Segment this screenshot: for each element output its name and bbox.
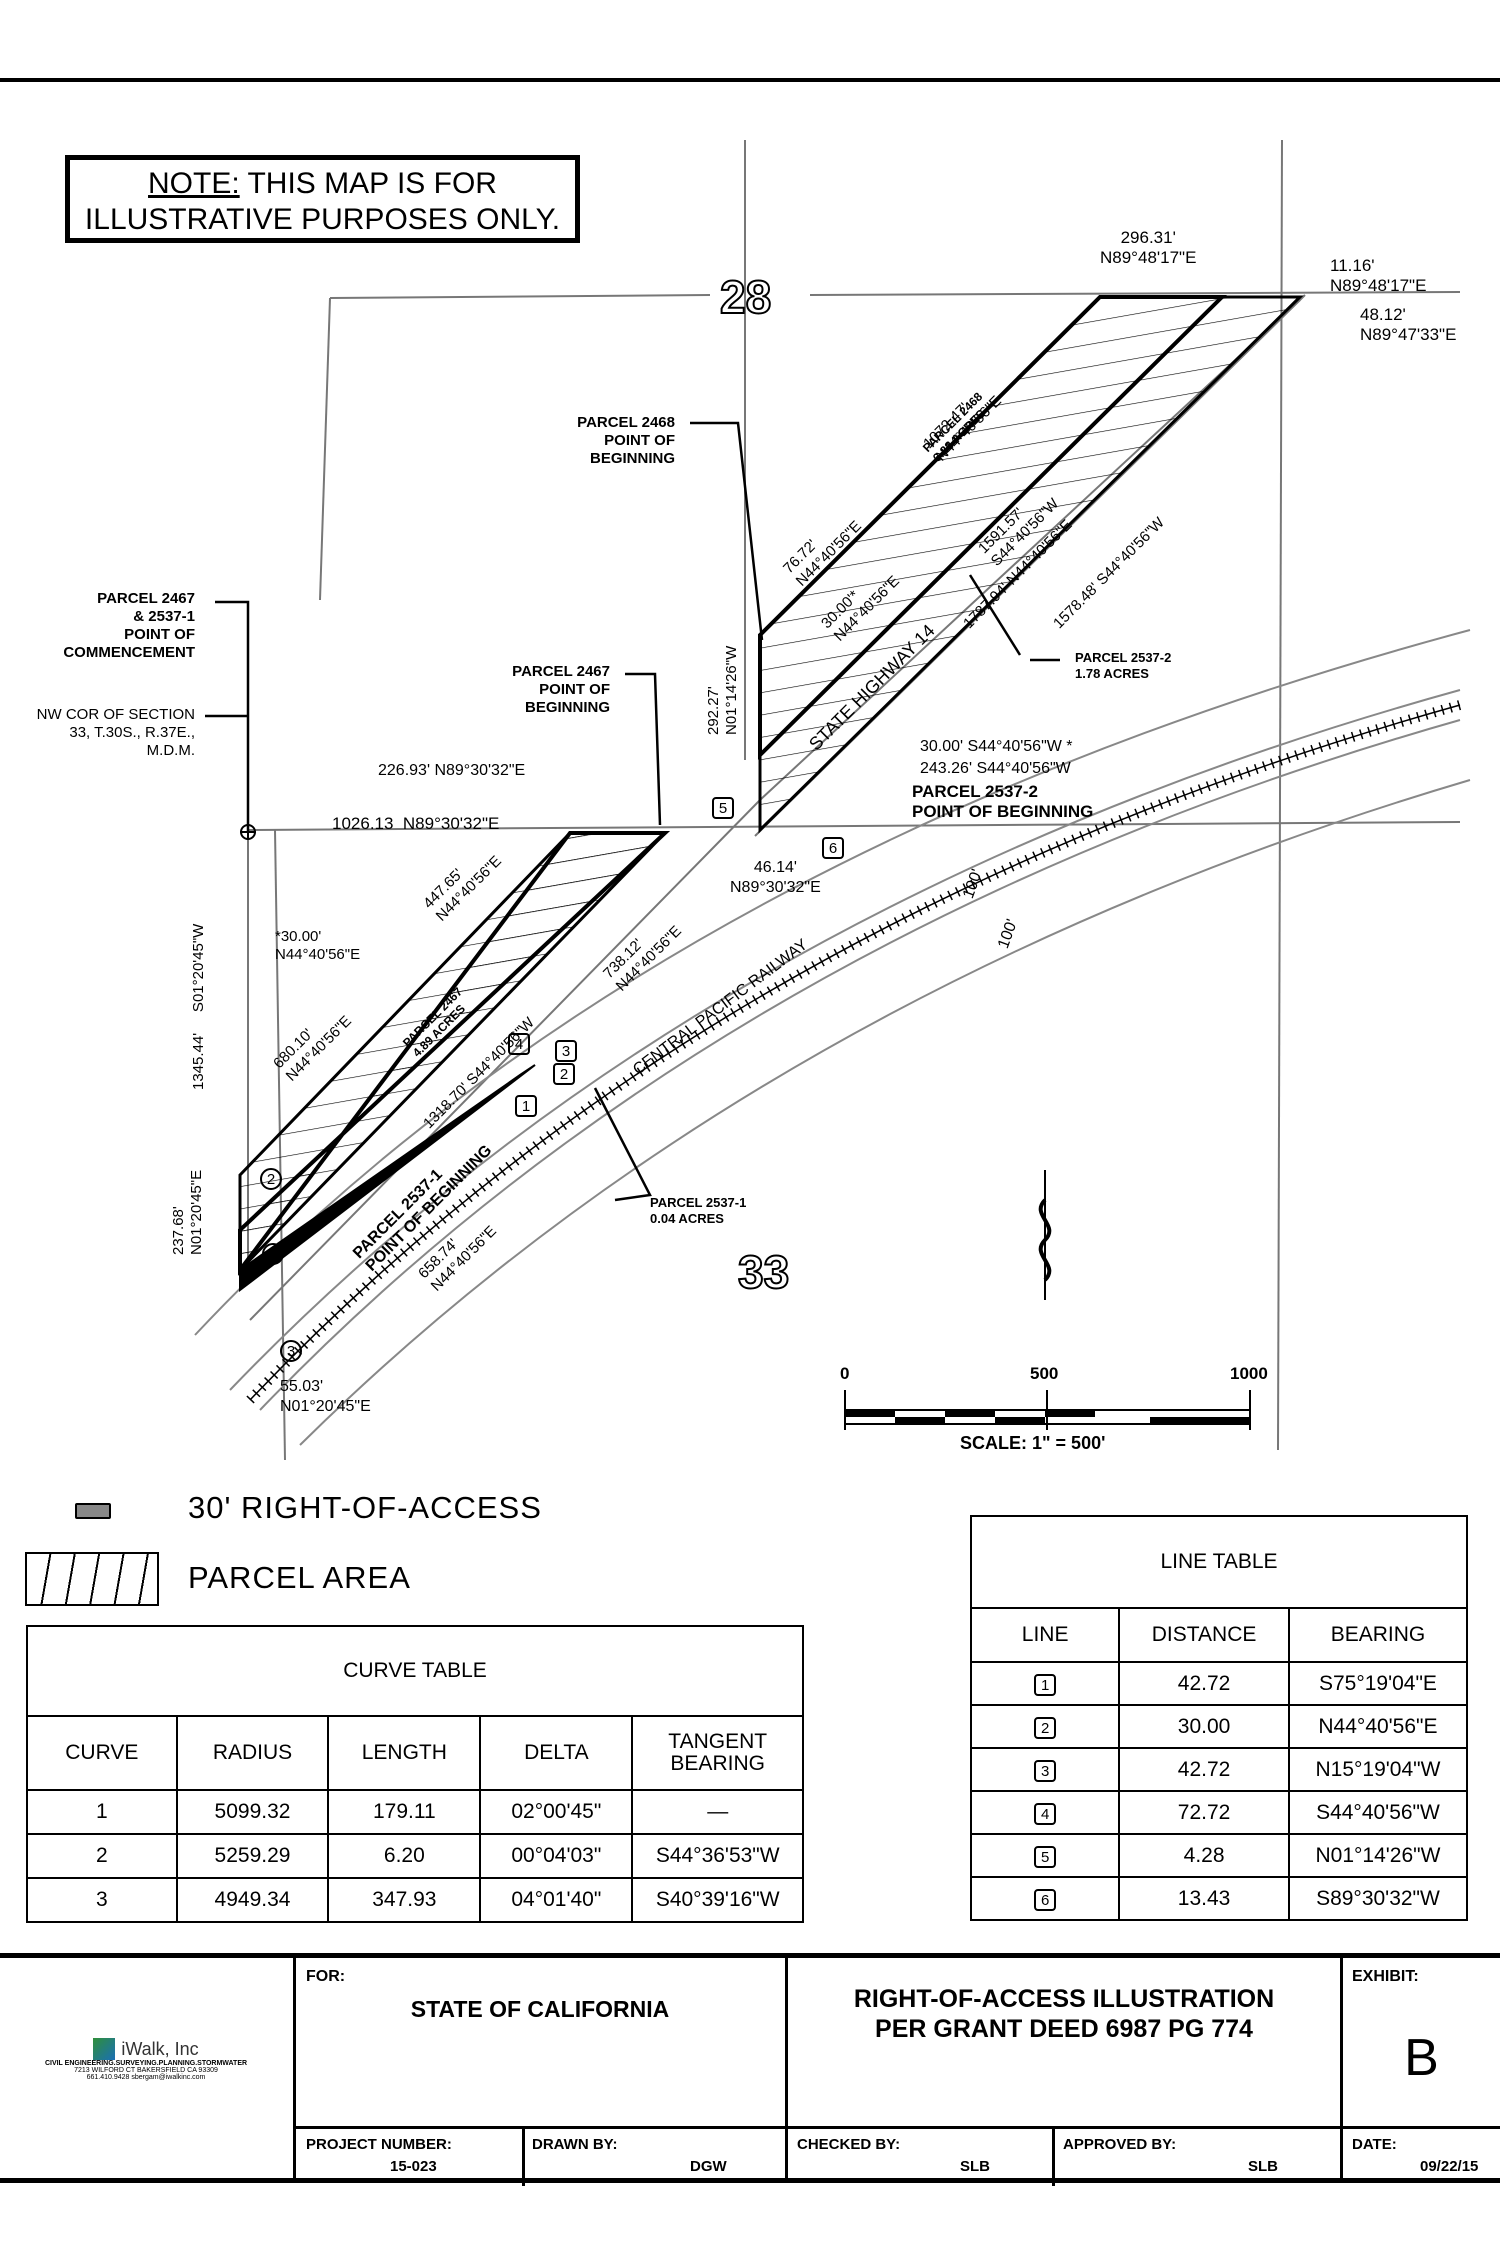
dim-296: 296.31'N89°48'17"E [1100,228,1197,267]
company-services: CIVIL ENGINEERING.SURVEYING.PLANNING.STO… [44,2060,248,2067]
approved-label: APPROVED BY: [1063,2136,1177,2153]
dim-243: 243.26' S44°40'56"W [920,760,1071,777]
dim-30b: 30.00' S44°40'56"W * [920,738,1073,755]
for-label: FOR: [306,1968,346,1985]
company-address: 7213 WILFORD CT BAKERSFIELD CA 93309 [74,2067,218,2074]
legend-row-icon [75,1503,111,1519]
curve-header: RADIUS [175,1715,330,1791]
logo-icon [93,2038,116,2060]
company-contact: 661.410.9428 sbergam@iwalkinc.com [86,2074,206,2081]
dim-11-16: 11.16'N89°48'17"E [1330,256,1427,295]
dim-292: 292.27'N01°14'26"W [705,645,740,735]
project-value: 15-023 [390,2158,437,2175]
dim-1026: 1026.13 N89°30'32"E [332,814,500,833]
dim-46: 46.14'N89°30'32"E [730,859,821,896]
drawn-label: DRAWN BY: [532,2136,618,2153]
drawn-value: DGW [690,2158,727,2175]
scale-tick-0: 0 [840,1364,850,1383]
scale-tick-500: 500 [1030,1364,1059,1383]
legend-row-label: 30' RIGHT-OF-ACCESS [188,1490,542,1525]
parcel-map [194,139,1471,1461]
checked-label: CHECKED BY: [797,2136,901,2153]
leaders [205,421,1060,1202]
railway [194,629,1471,1446]
curve-header: LENGTH [327,1715,482,1791]
line-marker-2: 2 [260,1168,282,1190]
section-33: 33 [737,1245,790,1299]
line-marker-3: 3 [280,1340,302,1362]
curve-marker-1: 1 [515,1095,537,1117]
dim-48-12: 48.12'N89°47'33"E [1360,305,1457,344]
parcel-2537-2 [758,295,1304,834]
exhibit-label: EXHIBIT: [1352,1968,1419,1985]
scale-tick-1000: 1000 [1230,1364,1268,1383]
curve-marker-4: 4 [508,1033,530,1055]
project-label: PROJECT NUMBER: [306,2136,452,2153]
legend-area-label: PARCEL AREA [188,1560,411,1595]
section-28: 28 [719,270,772,324]
scale-label: SCALE: 1" = 500' [960,1433,1106,1453]
checked-value: SLB [960,2158,990,2175]
date-value: 09/22/15 [1420,2158,1479,2175]
legend-area-icon [25,1552,159,1606]
curve-table-title: CURVE TABLE [26,1625,804,1717]
parcel-2537-1 [239,1064,536,1293]
dim-1345: 1345.44' S01°20'45"W [190,923,207,1090]
note-box: NOTE: THIS MAP IS FOR ILLUSTRATIVE PURPO… [65,155,580,243]
curve-table: CURVE TABLE CURVE RADIUS LENGTH DELTA TA… [26,1625,804,1923]
note-label: NOTE: [148,167,240,200]
curve-header: CURVE [26,1715,178,1791]
exhibit-value: B [1404,2029,1439,2087]
curve-marker-2: 2 [553,1063,575,1085]
drawing-title: RIGHT-OF-ACCESS ILLUSTRATION PER GRANT D… [853,1985,1275,2043]
curve-header: DELTA [479,1715,634,1791]
curve-marker-3: 3 [555,1040,577,1062]
line-marker-5: 5 [712,797,734,819]
dim-30c: *30.00'N44°40'56"E [275,928,361,963]
for-value: STATE OF CALIFORNIA [410,1996,670,2022]
north-arrow-icon [1038,1170,1052,1300]
line-marker-6: 6 [822,837,844,859]
scale-bar [844,1390,1251,1430]
approved-value: SLB [1248,2158,1278,2175]
note-text-2: ILLUSTRATIVE PURPOSES ONLY. [84,203,561,236]
date-label: DATE: [1352,2136,1397,2153]
line-table-title: LINE TABLE [970,1515,1468,1609]
curve-header: TANGENT BEARING [631,1715,804,1791]
line-header: BEARING [1287,1607,1469,1663]
dim-226: 226.93' N89°30'32"E [378,762,526,779]
note-text-1: THIS MAP IS FOR [247,167,497,200]
dim-55: 55.03'N01°20'45"E [280,1378,371,1415]
company-logo: iWalk, Inc CIVIL ENGINEERING.SURVEYING.P… [0,2038,292,2081]
company-name: iWalk, Inc [121,2038,199,2059]
line-marker-1: 1 [262,1243,284,1265]
parcel-2467-outline [238,831,669,1274]
top-border [0,78,1500,82]
line-header: LINE [969,1607,1121,1663]
title-block: iWalk, Inc CIVIL ENGINEERING.SURVEYING.P… [0,1953,1500,2186]
dim-237: 237.68'N01°20'45"E [170,1169,205,1255]
line-header: DISTANCE [1118,1607,1290,1663]
